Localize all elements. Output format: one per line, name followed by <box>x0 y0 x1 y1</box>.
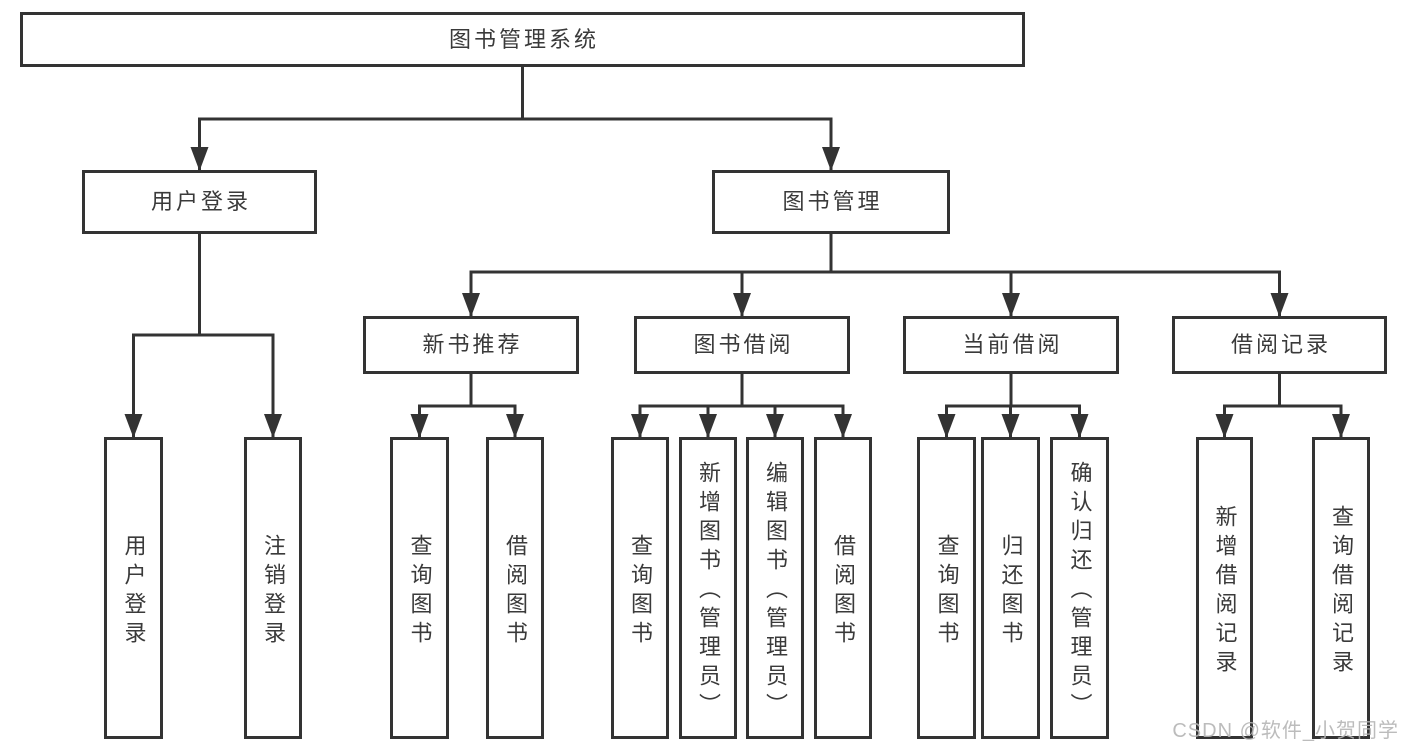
node-new-book: 新书推荐 <box>363 316 579 374</box>
node-cb-confirm-label: 确认归还（管理员） <box>1067 461 1093 722</box>
node-bb-edit: 编辑图书（管理员） <box>746 437 804 739</box>
node-cb-query-label: 查询图书 <box>934 533 960 650</box>
arrowhead-book-mgmt-current-borrow <box>1002 293 1020 317</box>
arrowhead-book-mgmt-book-borrow <box>733 293 751 317</box>
node-cb-confirm: 确认归还（管理员） <box>1050 437 1109 739</box>
arrowhead-current-borrow-cb-confirm <box>1070 414 1089 438</box>
arrowhead-book-borrow-bb-add <box>699 414 717 438</box>
node-nb-query: 查询图书 <box>390 437 449 739</box>
node-bb-borrow: 借阅图书 <box>814 437 872 739</box>
node-cb-return-label: 归还图书 <box>998 533 1024 650</box>
node-nb-borrow-label: 借阅图书 <box>503 533 528 650</box>
arrowhead-current-borrow-cb-query <box>937 414 956 438</box>
node-br-query: 查询借阅记录 <box>1312 437 1370 739</box>
arrowhead-root-book-mgmt <box>822 147 840 171</box>
node-book-mgmt-label: 图书管理 <box>782 189 883 214</box>
node-borrow-record: 借阅记录 <box>1172 316 1387 374</box>
arrowhead-book-borrow-bb-query <box>631 414 649 438</box>
node-book-borrow: 图书借阅 <box>634 316 850 374</box>
node-cb-return: 归还图书 <box>981 437 1040 739</box>
node-bb-add: 新增图书（管理员） <box>679 437 737 739</box>
arrowhead-book-borrow-bb-edit <box>766 414 784 438</box>
node-root-label: 图书管理系统 <box>448 26 599 52</box>
node-root: 图书管理系统 <box>20 12 1025 67</box>
arrowhead-new-book-nb-borrow <box>506 414 524 438</box>
csdn-watermark: CSDN @软件_小贺同学 <box>1172 720 1399 742</box>
node-borrow-record-label: 借阅记录 <box>1230 332 1331 357</box>
node-book-mgmt: 图书管理 <box>712 170 950 234</box>
node-user-login-label: 用户登录 <box>150 189 251 214</box>
arrowhead-borrow-record-br-add <box>1215 414 1234 438</box>
arrowhead-current-borrow-cb-return <box>1001 414 1020 438</box>
node-bb-query: 查询图书 <box>611 437 669 739</box>
node-logout: 注销登录 <box>244 437 302 739</box>
arrowhead-borrow-record-br-query <box>1332 414 1350 438</box>
node-bb-query-label: 查询图书 <box>628 533 653 650</box>
node-login: 用户登录 <box>104 437 163 739</box>
node-current-borrow: 当前借阅 <box>903 316 1119 374</box>
arrowhead-root-user-login <box>190 147 209 171</box>
node-bb-add-label: 新增图书（管理员） <box>696 461 721 722</box>
node-cb-query: 查询图书 <box>917 437 976 739</box>
arrowhead-book-borrow-bb-borrow <box>834 414 852 438</box>
node-current-borrow-label: 当前借阅 <box>962 332 1063 357</box>
node-br-add-label: 新增借阅记录 <box>1212 504 1238 679</box>
node-new-book-label: 新书推荐 <box>422 332 523 357</box>
node-user-login: 用户登录 <box>82 170 317 234</box>
node-logout-label: 注销登录 <box>261 533 286 650</box>
arrowhead-book-mgmt-borrow-record <box>1270 293 1289 317</box>
node-br-query-label: 查询借阅记录 <box>1329 504 1354 679</box>
arrowhead-user-login-logout <box>264 414 282 438</box>
node-nb-query-label: 查询图书 <box>407 533 433 650</box>
arrowhead-new-book-nb-query <box>410 414 429 438</box>
node-bb-borrow-label: 借阅图书 <box>831 533 856 650</box>
node-nb-borrow: 借阅图书 <box>486 437 544 739</box>
arrowhead-book-mgmt-new-book <box>462 293 480 317</box>
node-book-borrow-label: 图书借阅 <box>693 332 794 357</box>
node-login-label: 用户登录 <box>121 533 147 650</box>
node-bb-edit-label: 编辑图书（管理员） <box>763 461 788 722</box>
arrowhead-user-login-login <box>124 414 143 438</box>
node-br-add: 新增借阅记录 <box>1196 437 1253 739</box>
